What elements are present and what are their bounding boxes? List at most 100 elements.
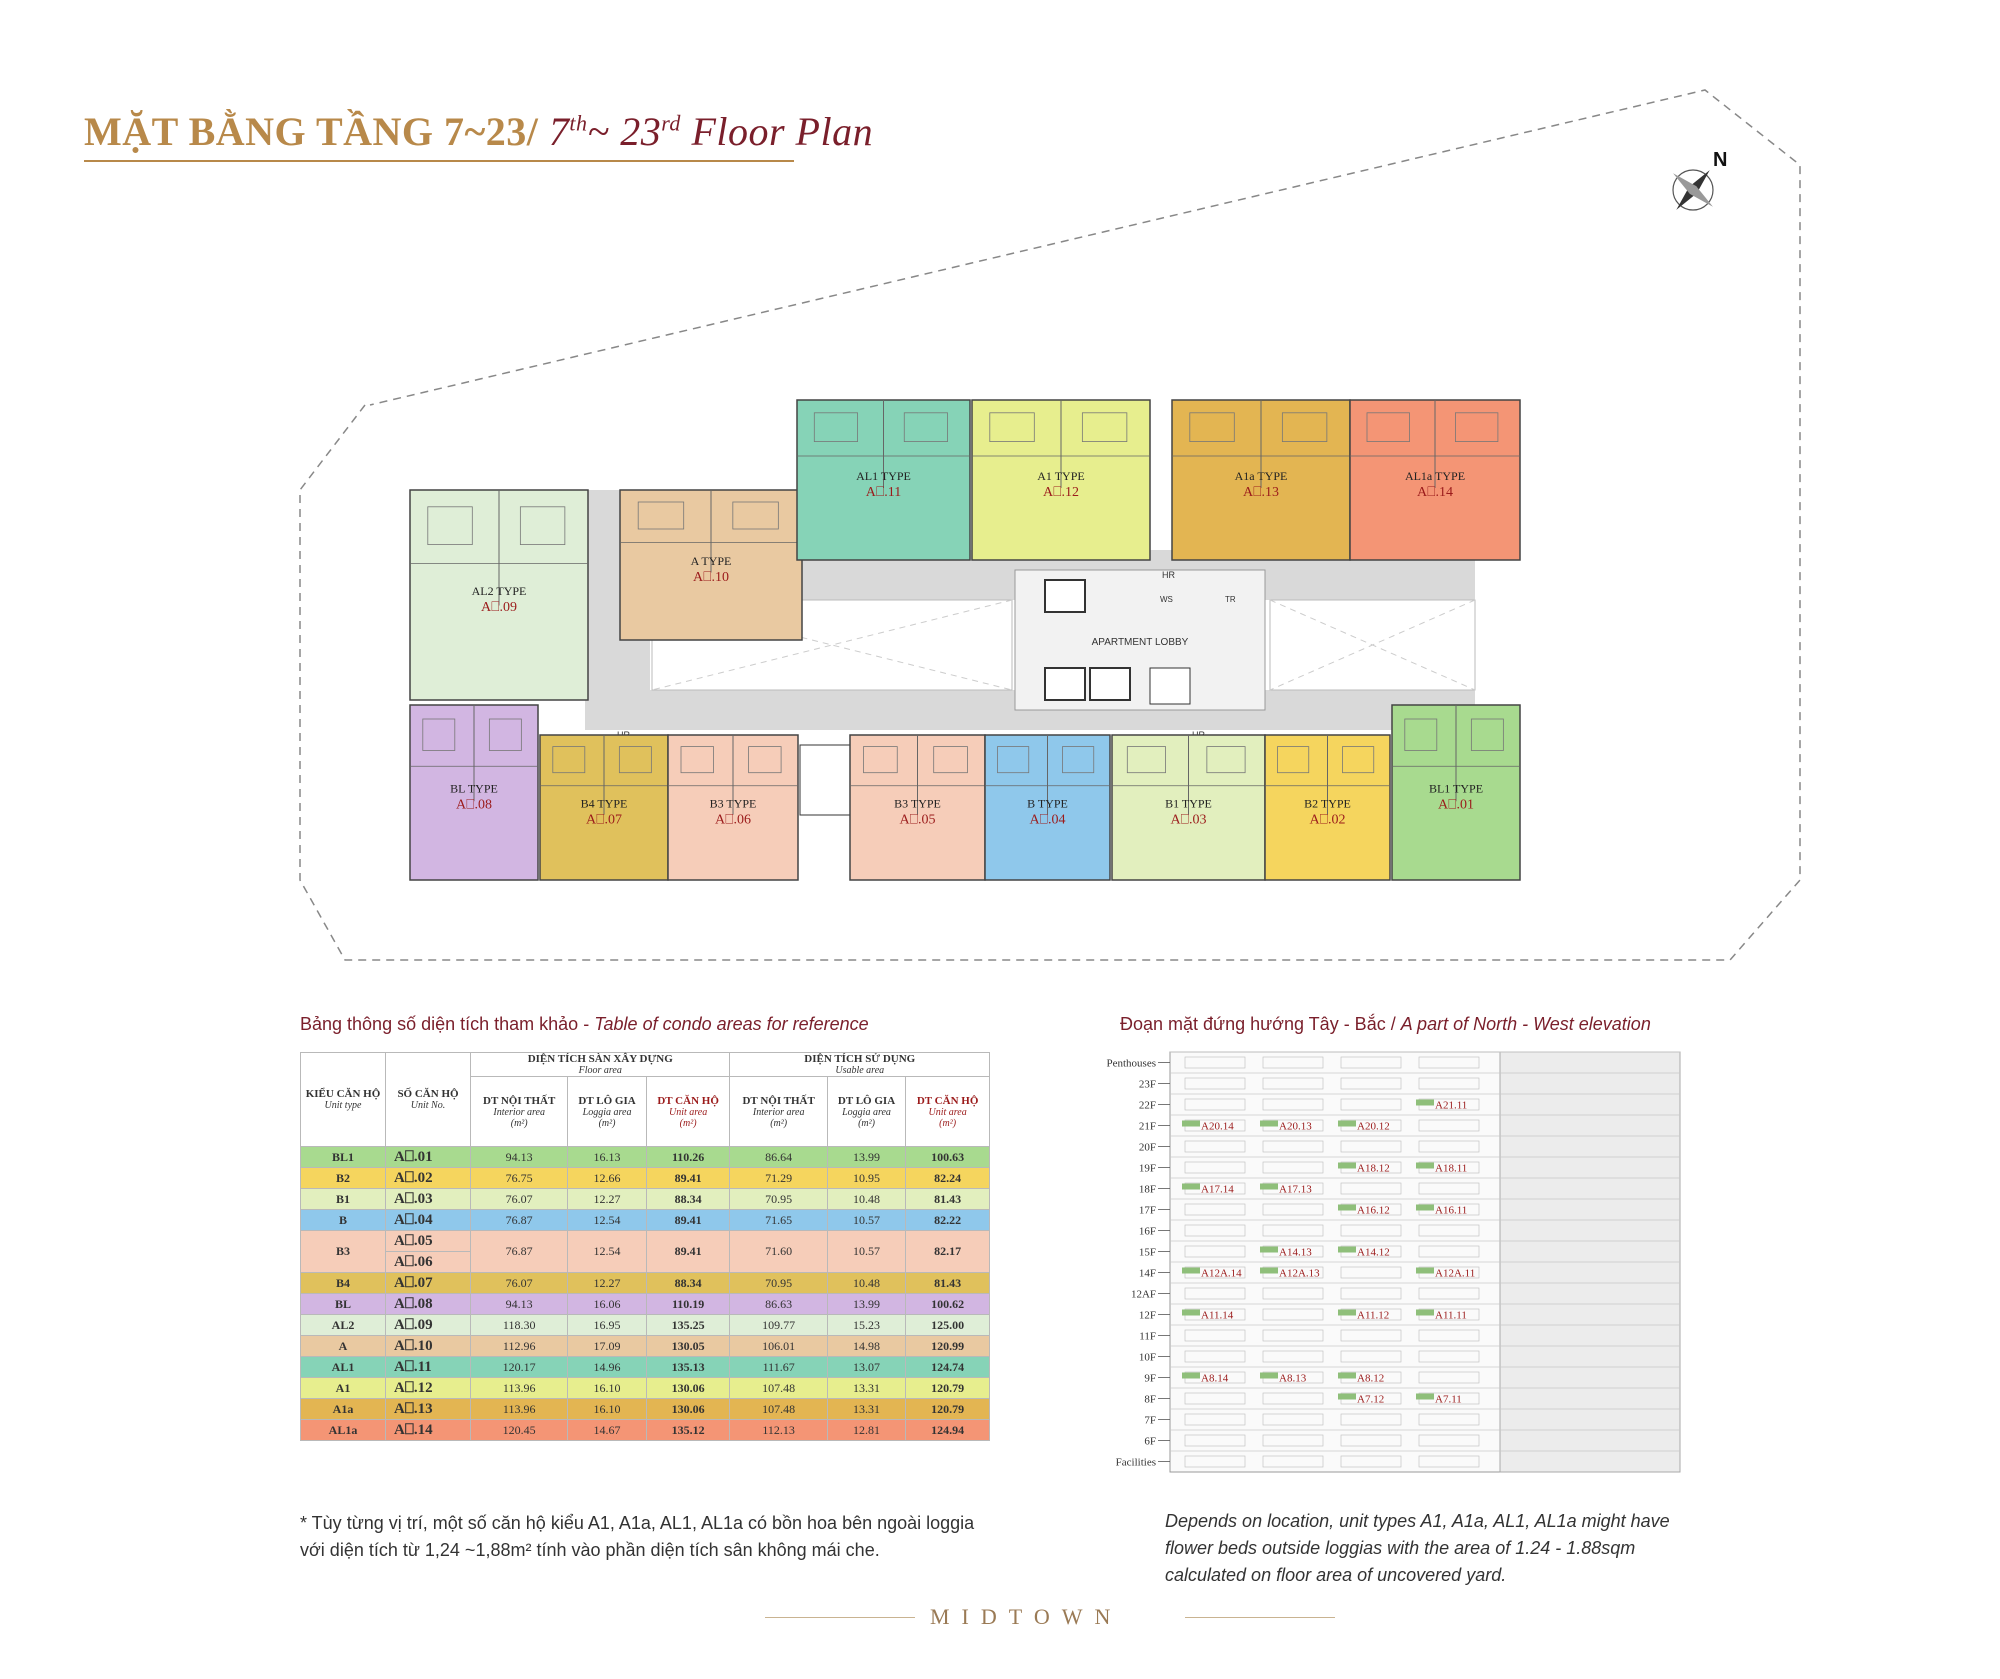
footnote-vietnamese: * Tùy từng vị trí, một số căn hộ kiểu A1… bbox=[300, 1513, 975, 1560]
cell-floor-loggia: 12.54 bbox=[567, 1209, 647, 1231]
flower-bed-icon bbox=[1416, 1099, 1434, 1106]
cell-usable-interior: 86.64 bbox=[729, 1146, 828, 1168]
cell-floor-loggia: 14.67 bbox=[567, 1419, 647, 1441]
unit-tag: A7.12 bbox=[1357, 1394, 1384, 1406]
cell-floor-interior: 118.30 bbox=[469, 1314, 569, 1336]
window-icon bbox=[1262, 1203, 1324, 1216]
bed-icon bbox=[1342, 746, 1375, 774]
unit-number-label: A⎕.05 bbox=[899, 813, 935, 828]
unit-tag: A16.12 bbox=[1357, 1205, 1390, 1217]
flower-bed-icon bbox=[1260, 1183, 1278, 1190]
unit-tag: A20.14 bbox=[1201, 1121, 1234, 1133]
window-icon bbox=[1340, 1455, 1402, 1468]
cell-floor-interior: 76.75 bbox=[469, 1167, 569, 1189]
cell-floor-loggia: 12.54 bbox=[567, 1230, 647, 1273]
title-english: 7th~ 23rd Floor Plan bbox=[548, 109, 874, 154]
window-icon bbox=[1184, 1224, 1246, 1237]
unit-number-label: A⎕.10 bbox=[693, 570, 729, 585]
cell-floor-unit: 130.05 bbox=[645, 1335, 731, 1357]
cell-usable-loggia: 10.48 bbox=[826, 1188, 907, 1210]
unit-tag: A8.13 bbox=[1279, 1373, 1307, 1385]
north-compass-icon: N bbox=[1672, 149, 1727, 211]
window-icon bbox=[1340, 1140, 1402, 1153]
window-icon bbox=[1184, 1329, 1246, 1342]
bed-icon bbox=[1455, 412, 1499, 442]
cell-floor-interior: 76.07 bbox=[469, 1188, 569, 1210]
ws-label: WS bbox=[1160, 595, 1173, 604]
cell-floor-unit: 135.12 bbox=[645, 1419, 731, 1441]
flower-bed-icon bbox=[1338, 1204, 1356, 1211]
cell-usable-interior: 112.13 bbox=[729, 1419, 828, 1441]
cell-unit-type: B2 bbox=[300, 1167, 386, 1189]
unit-type-label: B1 TYPE bbox=[1165, 797, 1212, 811]
flower-bed-icon bbox=[1338, 1162, 1356, 1169]
cell-unit-no: A⎕.13 bbox=[385, 1398, 471, 1420]
cell-unit-no: A⎕.07 bbox=[385, 1272, 471, 1294]
flower-bed-icon bbox=[1338, 1309, 1356, 1316]
unit-number-label: A⎕.12 bbox=[1043, 485, 1079, 500]
cell-unit-no: A⎕.02 bbox=[385, 1167, 471, 1189]
cell-floor-unit: 110.26 bbox=[645, 1146, 731, 1168]
window-icon bbox=[1262, 1308, 1324, 1321]
unit-tag: A18.11 bbox=[1435, 1163, 1467, 1175]
cell-unit-type: AL1 bbox=[300, 1356, 386, 1378]
elevator-3 bbox=[1089, 667, 1131, 701]
unit-tag: A20.13 bbox=[1279, 1121, 1312, 1133]
elevation-drawing: Penthouses23F22F21F20F19F18F17F16F15F14F… bbox=[1107, 1051, 1681, 1473]
floor-label: 17F bbox=[1139, 1205, 1156, 1217]
cell-floor-unit: 110.19 bbox=[645, 1293, 731, 1315]
cell-floor-interior: 94.13 bbox=[469, 1146, 569, 1168]
window-icon bbox=[1418, 1224, 1480, 1237]
window-icon bbox=[1418, 1245, 1480, 1258]
window-icon bbox=[1184, 1413, 1246, 1426]
flower-bed-icon bbox=[1416, 1393, 1434, 1400]
cell-floor-unit: 89.41 bbox=[645, 1209, 731, 1231]
window-icon bbox=[1340, 1098, 1402, 1111]
cell-floor-unit: 135.13 bbox=[645, 1356, 731, 1378]
window-icon bbox=[1262, 1434, 1324, 1447]
cell-unit-type: AL2 bbox=[300, 1314, 386, 1336]
cell-unit-type: AL1a bbox=[300, 1419, 386, 1441]
cell-usable-interior: 71.65 bbox=[729, 1209, 828, 1231]
window-icon bbox=[1418, 1056, 1480, 1069]
unit-tag: A17.13 bbox=[1279, 1184, 1312, 1196]
bed-icon bbox=[1281, 412, 1328, 442]
window-icon bbox=[1418, 1329, 1480, 1342]
cell-unit-type: A1a bbox=[300, 1398, 386, 1420]
cell-usable-unit: 82.22 bbox=[905, 1209, 990, 1231]
cell-usable-unit: 120.99 bbox=[905, 1335, 990, 1357]
cell-unit-no: A⎕.04 bbox=[385, 1209, 471, 1231]
bed-icon bbox=[1404, 718, 1438, 751]
bed-icon bbox=[552, 746, 586, 774]
unit-tag: A17.14 bbox=[1201, 1184, 1234, 1196]
window-icon bbox=[1184, 1287, 1246, 1300]
cell-usable-loggia: 10.48 bbox=[826, 1272, 907, 1294]
window-icon bbox=[1418, 1350, 1480, 1363]
cell-floor-interior: 120.17 bbox=[469, 1356, 569, 1378]
floor-label: 14F bbox=[1139, 1268, 1156, 1280]
flower-bed-icon bbox=[1260, 1246, 1278, 1253]
cell-usable-unit: 124.94 bbox=[905, 1419, 990, 1441]
flower-bed-icon bbox=[1338, 1393, 1356, 1400]
bed-icon bbox=[748, 746, 782, 774]
bed-icon bbox=[680, 746, 714, 774]
cell-usable-unit: 100.63 bbox=[905, 1146, 990, 1168]
cell-floor-unit: 89.41 bbox=[645, 1230, 731, 1273]
unit-tag: A11.11 bbox=[1435, 1310, 1467, 1322]
window-icon bbox=[1262, 1077, 1324, 1090]
